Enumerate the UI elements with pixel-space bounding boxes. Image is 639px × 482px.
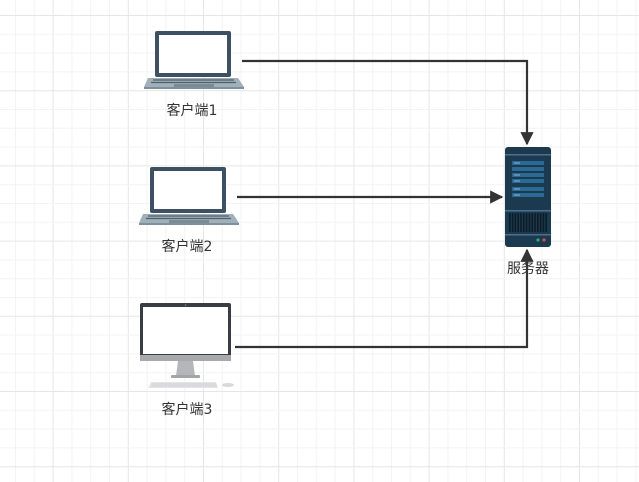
node-client1[interactable] (144, 30, 244, 96)
node-client2-label: 客户端2 (161, 239, 213, 255)
desktop-computer-icon (140, 303, 234, 388)
edge-client1-to-server[interactable] (242, 59, 534, 146)
node-server[interactable] (505, 147, 551, 251)
node-client3[interactable] (140, 302, 240, 394)
node-client2[interactable] (139, 166, 239, 232)
node-client3-label: 客户端3 (161, 402, 213, 418)
server-icon (505, 147, 551, 247)
edge-client3-to-server[interactable] (235, 248, 534, 349)
node-client1-label: 客户端1 (166, 103, 218, 119)
laptop-icon (139, 167, 239, 225)
laptop-icon (144, 31, 244, 89)
